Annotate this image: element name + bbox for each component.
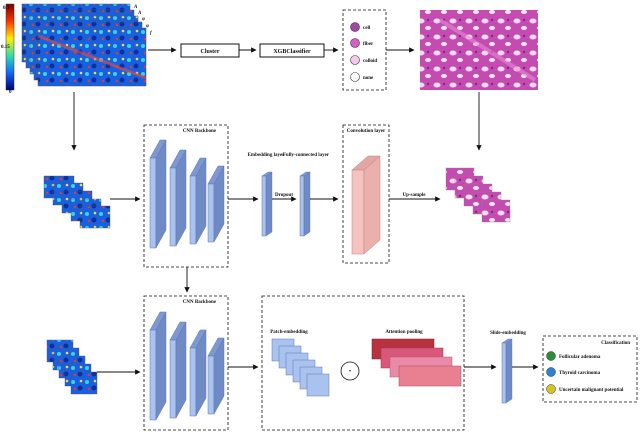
upsample-label: Up-sample <box>402 193 426 198</box>
channel-label-4: φ <box>146 24 149 29</box>
backbone-layers-bottom <box>149 311 225 421</box>
legend-swatch-colloid <box>350 55 360 65</box>
cnn-layer-slab <box>207 337 225 415</box>
convolution-layer-box: Convolution layer <box>342 124 390 264</box>
patch-embedding-label: Patch-embedding <box>270 330 308 335</box>
slide-embedding-label: Slide-embedding <box>490 331 526 336</box>
backbone-layers-middle <box>149 139 225 249</box>
channel-label-1: A <box>133 5 138 10</box>
classifier-label: XGBClassifier <box>273 49 311 55</box>
class-swatch-uncertain-malignant <box>546 384 556 394</box>
class-swatch-thyroid-carcinoma <box>546 367 556 377</box>
class-swatch-follicular-adenoma <box>546 351 556 361</box>
cnn-layer-slab <box>207 165 225 243</box>
cluster-box: Cluster <box>180 43 240 58</box>
legend-swatch-none <box>350 72 360 82</box>
colorbar-mid-label: 0.15 <box>1 45 10 50</box>
channel-label-2: A <box>137 11 142 16</box>
legend-label-none: none <box>363 76 374 81</box>
legend-label-cell: cell <box>363 26 371 31</box>
legend-swatch-cell <box>350 22 360 32</box>
cnn-layer-slab <box>189 157 207 245</box>
class-label-thyroid-carcinoma: Thyroid carcinoma <box>559 371 601 376</box>
classifier-box: XGBClassifier <box>259 43 325 58</box>
backbone-title-bottom: CNN Backbone <box>183 300 217 305</box>
feature-map-stack: A A φ φ f <box>21 3 153 87</box>
attention-pooling-label: Attention pooling <box>385 330 423 335</box>
patch-stack-bottom <box>46 339 98 395</box>
cnn-layer-slab <box>169 149 187 247</box>
legend-label-colloid: colloid <box>363 59 377 64</box>
cnn-layer-slab <box>169 321 187 419</box>
channel-label-3: φ <box>142 17 145 22</box>
convolution-layer-label: Convolution layer <box>347 129 386 134</box>
legend-label-fiber: fiber <box>363 42 374 47</box>
multiply-operator <box>340 361 360 381</box>
dropout-label: Dropout <box>275 193 293 198</box>
classification-title: Classification <box>601 341 630 346</box>
cnn-layer-slab <box>149 139 167 249</box>
cnn-layer-slab <box>149 311 167 421</box>
patch-stack-middle <box>43 175 111 229</box>
class-label-uncertain-malignant: Uncertain malignant potential <box>559 388 624 393</box>
colorbar-max-label: 0.3 <box>3 6 10 11</box>
attention-pooling-stack <box>371 338 462 387</box>
backbone-title-middle: CNN Backbone <box>183 129 217 134</box>
colorbar-min-label: 0 <box>9 90 12 95</box>
slide-embedding: Slide-embedding <box>490 331 526 404</box>
tissue-legend: cell fiber colloid none <box>342 9 387 91</box>
patch-embedding-stack <box>271 338 330 397</box>
cnn-layer-slab <box>189 329 207 417</box>
cluster-label: Cluster <box>201 49 220 55</box>
mil-module-box: Patch-embedding · Attention pooling <box>261 295 465 431</box>
classification-box: Classification Follicular adenoma Thyroi… <box>542 335 638 403</box>
segmentation-output-stack <box>445 167 511 223</box>
fully-connected-layer: Fully-connected layer <box>283 153 330 237</box>
channel-label-5: f <box>150 31 153 36</box>
multiply-symbol: · <box>348 366 351 376</box>
embedding-layer-label: Embedding layer <box>248 153 286 158</box>
cnn-backbone-bottom: CNN Backbone <box>143 295 229 431</box>
fully-connected-label: Fully-connected layer <box>283 153 330 158</box>
embedding-layer: Embedding layer <box>248 153 286 237</box>
colorbar: 0.3 0.15 0 <box>1 3 15 95</box>
legend-swatch-fiber <box>350 38 360 48</box>
class-label-follicular-adenoma: Follicular adenoma <box>559 355 601 360</box>
cnn-backbone-middle: CNN Backbone <box>143 124 229 268</box>
tissue-segmentation-map <box>420 10 538 90</box>
